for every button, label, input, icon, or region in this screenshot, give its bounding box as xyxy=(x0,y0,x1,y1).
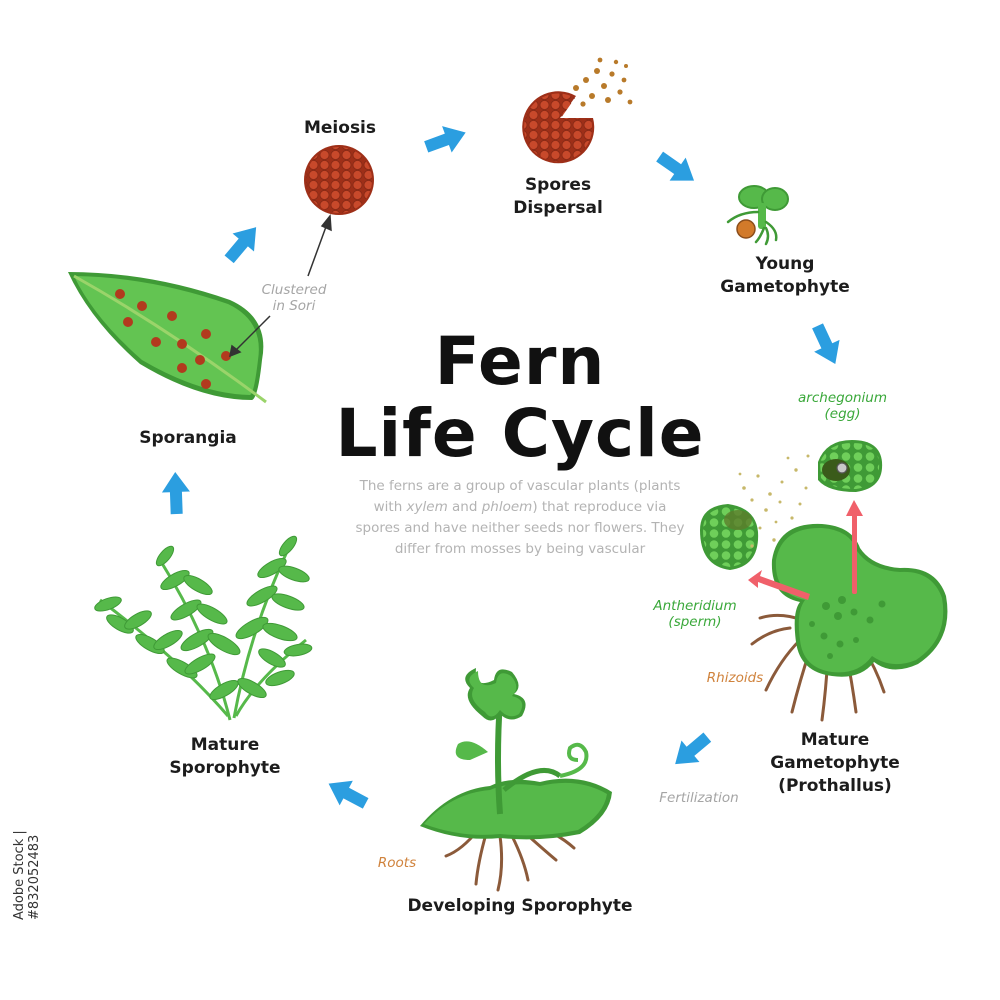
arrow-gametophyte-to-developing-sporophyte xyxy=(666,726,717,775)
note-fertilization: Fertilization xyxy=(659,790,739,806)
spores-dispersal-icon xyxy=(522,57,633,164)
arrow-meiosis-to-spores xyxy=(421,119,471,160)
note-antheridium: Antheridium (sperm) xyxy=(653,598,737,630)
young-gametophyte-icon xyxy=(726,185,789,246)
arrow-sporangia-to-meiosis xyxy=(218,218,267,269)
note-archegonium: archegonium (egg) xyxy=(798,390,887,422)
stage-label-young-gametophyte: Young Gametophyte xyxy=(720,254,850,297)
stage-label-developing-sporophyte: Developing Sporophyte xyxy=(407,896,633,916)
description-text: The ferns are a group of vascular plants… xyxy=(350,476,690,560)
stage-label-mature-sporophyte: Mature Sporophyte xyxy=(169,735,281,778)
antheridium-icon xyxy=(700,504,759,570)
sperm-specks xyxy=(738,454,810,548)
stage-label-mature-gametophyte: Mature Gametophyte (Prothallus) xyxy=(770,730,900,796)
stage-label-sporangia: Sporangia xyxy=(139,428,237,448)
archegonium-icon xyxy=(818,440,883,492)
developing-sporophyte-icon xyxy=(420,668,612,892)
note-roots: Roots xyxy=(377,855,417,871)
description-part-2: ) that reproduce via spores and have nei… xyxy=(355,499,685,557)
note-clustered-in-sori: Clustered in Sori xyxy=(261,282,327,314)
arrow-mature-sporophyte-to-sporangia xyxy=(161,471,191,515)
sperm-to-egg-arrows xyxy=(748,500,863,600)
stage-label-spores-dispersal: Spores Dispersal xyxy=(513,175,603,218)
mature-sporophyte-icon xyxy=(94,535,313,721)
description-part-1: The ferns are a group of vascular plants… xyxy=(359,478,681,515)
description-xylem: xylem xyxy=(406,499,448,515)
title-line-1: Fern xyxy=(434,323,606,400)
page-title: Fern Life Cycle xyxy=(300,326,740,470)
meiosis-sporangium-icon xyxy=(304,145,374,215)
arrow-developing-to-mature-sporophyte xyxy=(322,771,373,816)
stock-credit: Adobe Stock | #832052483 xyxy=(12,830,42,920)
arrow-young-to-mature-gametophyte xyxy=(804,319,848,370)
sori-pointer-lines xyxy=(228,214,332,358)
sporangia-leaf-icon xyxy=(68,272,267,404)
title-line-2: Life Cycle xyxy=(335,395,705,472)
description-phloem: phloem xyxy=(481,499,533,515)
stage-label-meiosis: Meiosis xyxy=(303,118,377,138)
mature-gametophyte-prothallus-icon xyxy=(750,523,948,722)
description-and: and xyxy=(447,499,482,515)
arrow-spores-to-young-gametophyte xyxy=(651,145,703,193)
note-rhizoids: Rhizoids xyxy=(706,670,764,686)
